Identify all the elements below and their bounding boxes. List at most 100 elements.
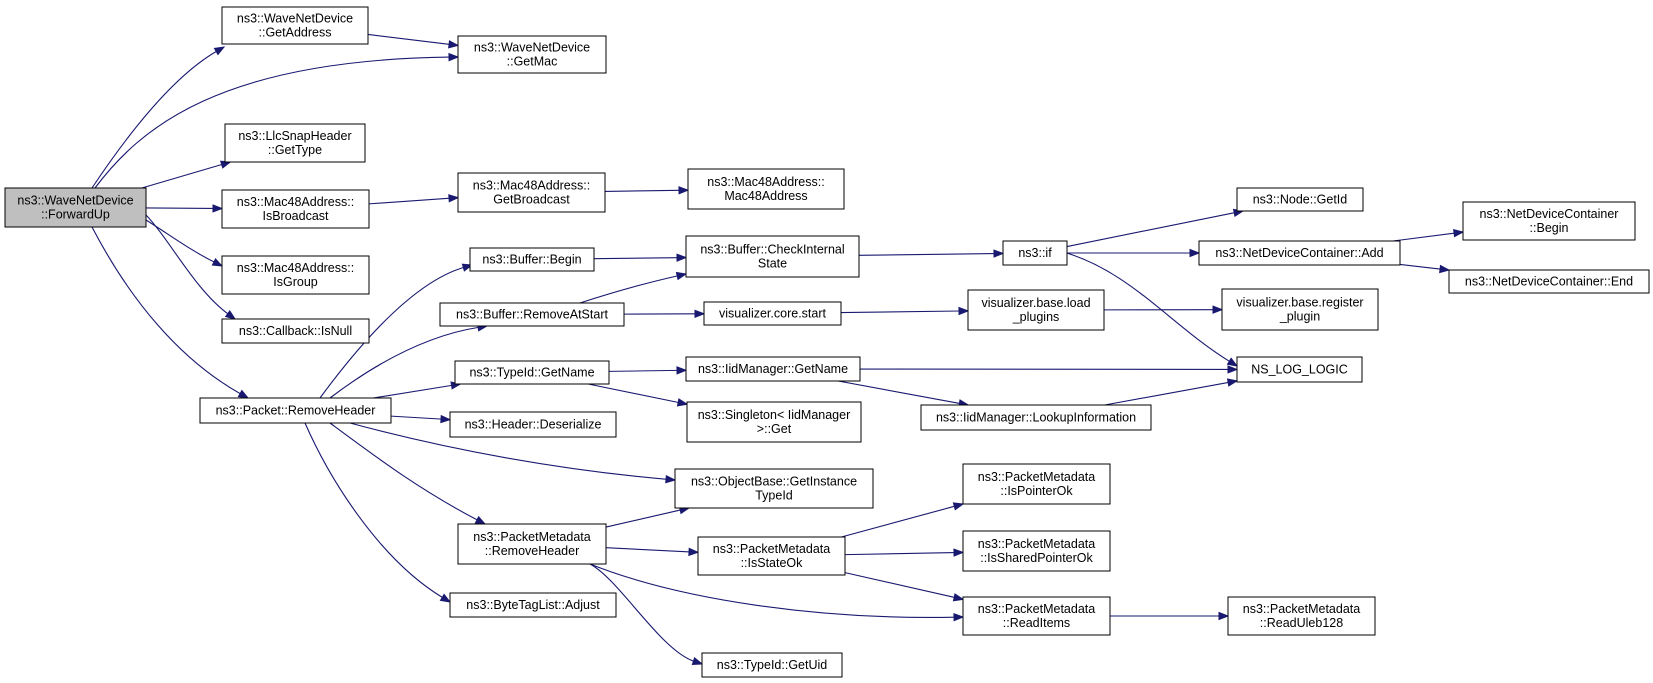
node-packet-removeheader[interactable]: ns3::Packet::RemoveHeader: [199, 397, 392, 424]
node-label: ns3::Node::GetId: [1253, 193, 1348, 207]
node-ns-log-logic[interactable]: NS_LOG_LOGIC: [1236, 356, 1363, 383]
node-box: [1462, 201, 1636, 241]
edge-line: [91, 50, 218, 189]
edge-line: [349, 422, 668, 480]
node-node-getid[interactable]: ns3::Node::GetId: [1236, 187, 1364, 212]
arrowhead: [952, 502, 965, 511]
edge-ndc-add-to-ndc-end: [1399, 263, 1451, 274]
node-label: ns3::PacketMetadata: [473, 530, 590, 544]
node-viz-register-plugin[interactable]: visualizer.base.register_plugin: [1221, 288, 1379, 331]
edge-pm-isstateok-to-pm-issharedpointerok: [844, 548, 965, 557]
node-typeid-getname[interactable]: ns3::TypeId::GetName: [454, 360, 610, 385]
node-llc-gettype[interactable]: ns3::LlcSnapHeader::GetType: [224, 123, 366, 163]
edge-pm-isstateok-to-pm-ispointerok: [841, 502, 965, 538]
node-iidmanager-lookup[interactable]: ns3::IidManager::LookupInformation: [920, 404, 1152, 431]
node-label: ns3::WaveNetDevice: [17, 194, 133, 208]
edge-viz-load-plugins-to-viz-register-plugin: [1103, 305, 1224, 314]
node-box: [962, 596, 1111, 636]
edge-line: [91, 226, 242, 395]
node-pm-removeheader[interactable]: ns3::PacketMetadata::RemoveHeader: [457, 523, 607, 565]
edge-line: [329, 422, 479, 521]
edge-ns3-if-to-ns-log-logic: [1059, 250, 1239, 367]
node-wnd-getmac[interactable]: ns3::WaveNetDevice::GetMac: [457, 35, 607, 74]
edge-packet-removeheader-to-bytetaglist-adjust: [304, 422, 452, 603]
edge-viz-core-start-to-viz-load-plugins: [840, 306, 970, 316]
node-callback-isnull[interactable]: ns3::Callback::IsNull: [221, 318, 370, 344]
node-box: [449, 411, 617, 438]
node-label: ::IsPointerOk: [1000, 484, 1073, 498]
node-iidmanager-getname[interactable]: ns3::IidManager::GetName: [685, 356, 861, 382]
node-label: ns3::PacketMetadata: [978, 470, 1095, 484]
edge-pm-removeheader-to-typeid-getuid: [589, 563, 704, 666]
node-label: ns3::TypeId::GetUid: [717, 658, 828, 672]
node-wnd-getaddress[interactable]: ns3::WaveNetDevice::GetAddress: [221, 6, 369, 45]
node-label: ::GetMac: [507, 55, 558, 69]
arrowhead: [211, 257, 224, 267]
edge-line: [319, 266, 465, 399]
node-box: [1002, 240, 1068, 266]
node-ndc-end[interactable]: ns3::NetDeviceContainer::End: [1448, 269, 1650, 294]
node-mac48-isbroadcast[interactable]: ns3::Mac48Address::IsBroadcast: [221, 189, 370, 229]
node-singleton-get[interactable]: ns3::Singleton< IidManager >::Get: [686, 401, 862, 443]
node-pm-ispointerok[interactable]: ns3::PacketMetadata::IsPointerOk: [962, 463, 1111, 505]
node-box: [454, 360, 610, 385]
node-box: [962, 530, 1111, 572]
node-pm-readitems[interactable]: ns3::PacketMetadata::ReadItems: [962, 596, 1111, 636]
node-box: [1236, 187, 1364, 212]
node-header-deserialize[interactable]: ns3::Header::Deserialize: [449, 411, 617, 438]
arrowhead: [474, 515, 487, 525]
node-ndc-add[interactable]: ns3::NetDeviceContainer::Add: [1198, 240, 1401, 266]
edge-pm-removeheader-to-pm-isstateok: [605, 547, 700, 557]
edge-line: [604, 189, 681, 192]
node-ns3-if[interactable]: ns3::if: [1002, 240, 1068, 266]
edge-line: [1399, 263, 1442, 270]
node-typeid-getuid[interactable]: ns3::TypeId::GetUid: [701, 652, 843, 678]
edge-wnd-forwardup-to-wnd-getmac: [94, 52, 460, 189]
node-mac48-ctor[interactable]: ns3::Mac48Address::Mac48Address: [687, 168, 845, 210]
arrowhead: [1226, 378, 1239, 387]
node-label: ::Begin: [1530, 221, 1569, 235]
node-viz-core-start[interactable]: visualizer.core.start: [703, 301, 842, 326]
node-label: ns3::NetDeviceContainer::Add: [1215, 246, 1383, 260]
node-pm-isstateok[interactable]: ns3::PacketMetadata::IsStateOk: [697, 536, 846, 576]
node-label: ns3::PacketMetadata: [1243, 602, 1360, 616]
node-viz-load-plugins[interactable]: visualizer.base.load_plugins: [967, 289, 1105, 331]
edge-line: [840, 310, 961, 314]
arrowhead: [1453, 229, 1465, 238]
node-box: [1221, 288, 1379, 331]
edge-line: [304, 422, 444, 599]
node-label: ::ReadUleb128: [1260, 616, 1343, 630]
node-label: NS_LOG_LOGIC: [1251, 363, 1348, 377]
arrowhead: [1227, 365, 1239, 374]
node-ndc-begin[interactable]: ns3::NetDeviceContainer::Begin: [1462, 201, 1636, 241]
node-label: ::GetType: [268, 143, 322, 157]
node-mac48-isgroup[interactable]: ns3::Mac48Address::IsGroup: [221, 255, 370, 295]
node-box: [685, 235, 860, 278]
node-label: ::RemoveHeader: [485, 544, 580, 558]
edge-typeid-getname-to-iidmanager-getname: [608, 366, 688, 375]
arrowhead: [1218, 611, 1230, 621]
node-buffer-begin[interactable]: ns3::Buffer::Begin: [469, 247, 595, 272]
node-label: State: [758, 257, 787, 271]
node-box: [439, 302, 625, 327]
node-buffer-removeatstart[interactable]: ns3::Buffer::RemoveAtStart: [439, 302, 625, 327]
node-bytetaglist-adjust[interactable]: ns3::ByteTagList::Adjust: [449, 592, 617, 618]
edge-line: [367, 33, 451, 46]
edge-line: [593, 257, 679, 260]
edge-typeid-getname-to-singleton-get: [588, 383, 689, 407]
edge-line: [1392, 232, 1456, 242]
edge-buffer-removeatstart-to-viz-core-start: [623, 309, 706, 319]
edge-buffer-checkinternal-to-ns3-if: [858, 249, 1005, 258]
edge-line: [1104, 381, 1230, 406]
node-label: visualizer.core.start: [719, 307, 827, 321]
node-mac48-getbroadcast[interactable]: ns3::Mac48Address::GetBroadcast: [457, 172, 606, 213]
edge-line: [1059, 250, 1231, 363]
node-label: ns3::Buffer::CheckInternal: [700, 243, 844, 257]
node-pm-issharedpointerok[interactable]: ns3::PacketMetadata::IsSharedPointerOk: [962, 530, 1111, 572]
arrowhead: [953, 612, 965, 622]
arrowhead: [448, 52, 460, 62]
edge-line: [579, 275, 679, 304]
node-pm-readuleb128[interactable]: ns3::PacketMetadata::ReadUleb128: [1227, 596, 1376, 636]
